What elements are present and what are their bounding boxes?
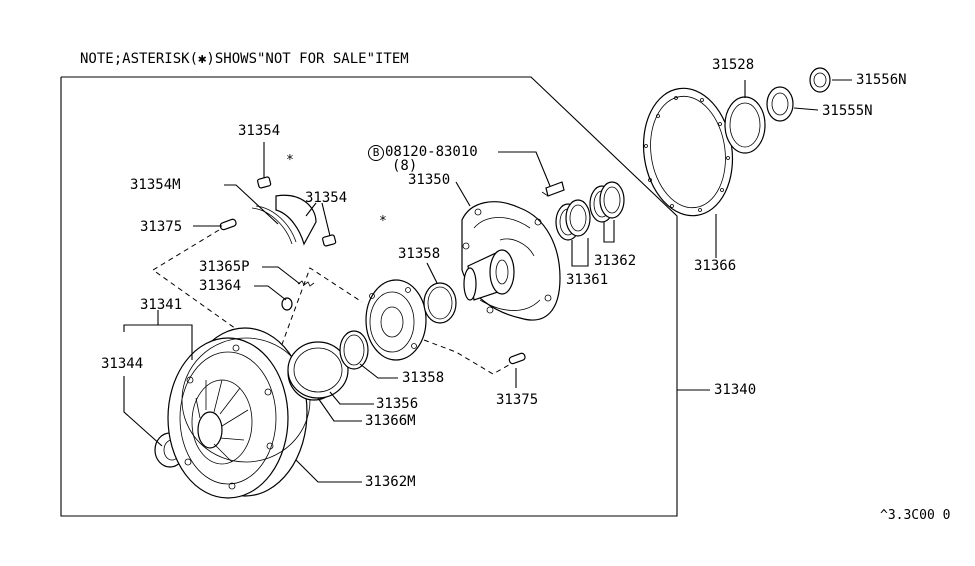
label-31350[interactable]: 31350 — [408, 172, 451, 188]
label-31341[interactable]: 31341 — [140, 297, 183, 313]
assembly-frame — [60, 76, 678, 517]
note-text: NOTE;ASTERISK(✱)SHOWS"NOT FOR SALE"ITEM — [80, 51, 409, 67]
ring-31358-upper[interactable] — [423, 282, 457, 324]
gasket-31366[interactable] — [636, 82, 741, 221]
ring-31528[interactable] — [724, 96, 766, 154]
label-31354-top[interactable]: 31354 — [238, 123, 281, 139]
bushing-31555n[interactable] — [766, 86, 794, 122]
blade-31354-right[interactable] — [322, 234, 337, 247]
label-31361[interactable]: 31361 — [566, 272, 609, 288]
bolt-qty: (8) — [392, 158, 418, 174]
label-31375-lower[interactable]: 31375 — [496, 392, 539, 408]
label-31365p[interactable]: 31365P — [199, 259, 250, 275]
label-31556n[interactable]: 31556N — [856, 72, 907, 88]
bolt-number: 08120-83010 — [385, 144, 478, 160]
pin-31375-upper[interactable] — [219, 218, 237, 231]
bolt-08120-83010[interactable] — [541, 181, 565, 197]
clip-31556n[interactable] — [809, 67, 831, 93]
label-31364[interactable]: 31364 — [199, 278, 242, 294]
label-31528[interactable]: 31528 — [712, 57, 755, 73]
asterisk-marker-center: * — [379, 214, 387, 229]
leader-lines — [123, 79, 852, 483]
label-31358-upper[interactable]: 31358 — [398, 246, 441, 262]
spring-31365p[interactable] — [297, 280, 315, 287]
label-31555n[interactable]: 31555N — [822, 103, 873, 119]
label-31375-upper[interactable]: 31375 — [140, 219, 183, 235]
label-31366m[interactable]: 31366M — [365, 413, 416, 429]
label-31354-right[interactable]: 31354 — [305, 190, 348, 206]
label-31362[interactable]: 31362 — [594, 253, 637, 269]
gear-31356[interactable] — [287, 341, 349, 399]
label-31358-lower[interactable]: 31358 — [402, 370, 445, 386]
ring-31358-lower[interactable] — [339, 330, 369, 370]
label-31344[interactable]: 31344 — [101, 356, 144, 372]
cam-ring[interactable] — [365, 279, 427, 361]
label-31340[interactable]: 31340 — [714, 382, 757, 398]
plug-31364[interactable] — [281, 297, 293, 311]
label-31354m[interactable]: 31354M — [130, 177, 181, 193]
diagram-code: ^3.3C00 0 — [880, 508, 951, 523]
spring-31354m[interactable] — [251, 194, 317, 246]
seal-rings-31361[interactable] — [555, 199, 591, 241]
label-31366[interactable]: 31366 — [694, 258, 737, 274]
asterisk-marker-left: * — [286, 153, 294, 168]
blade-31354[interactable] — [257, 176, 272, 189]
label-31356[interactable]: 31356 — [376, 396, 419, 412]
bolt-circle-marker: B — [368, 145, 384, 161]
label-31362m[interactable]: 31362M — [365, 474, 416, 490]
dashed-guide-right — [423, 339, 515, 375]
pump-cover-31350[interactable] — [461, 201, 561, 321]
seal-rings-31362[interactable] — [589, 181, 625, 223]
pump-housing-31341[interactable] — [167, 327, 308, 499]
pin-31375-lower[interactable] — [508, 352, 526, 365]
